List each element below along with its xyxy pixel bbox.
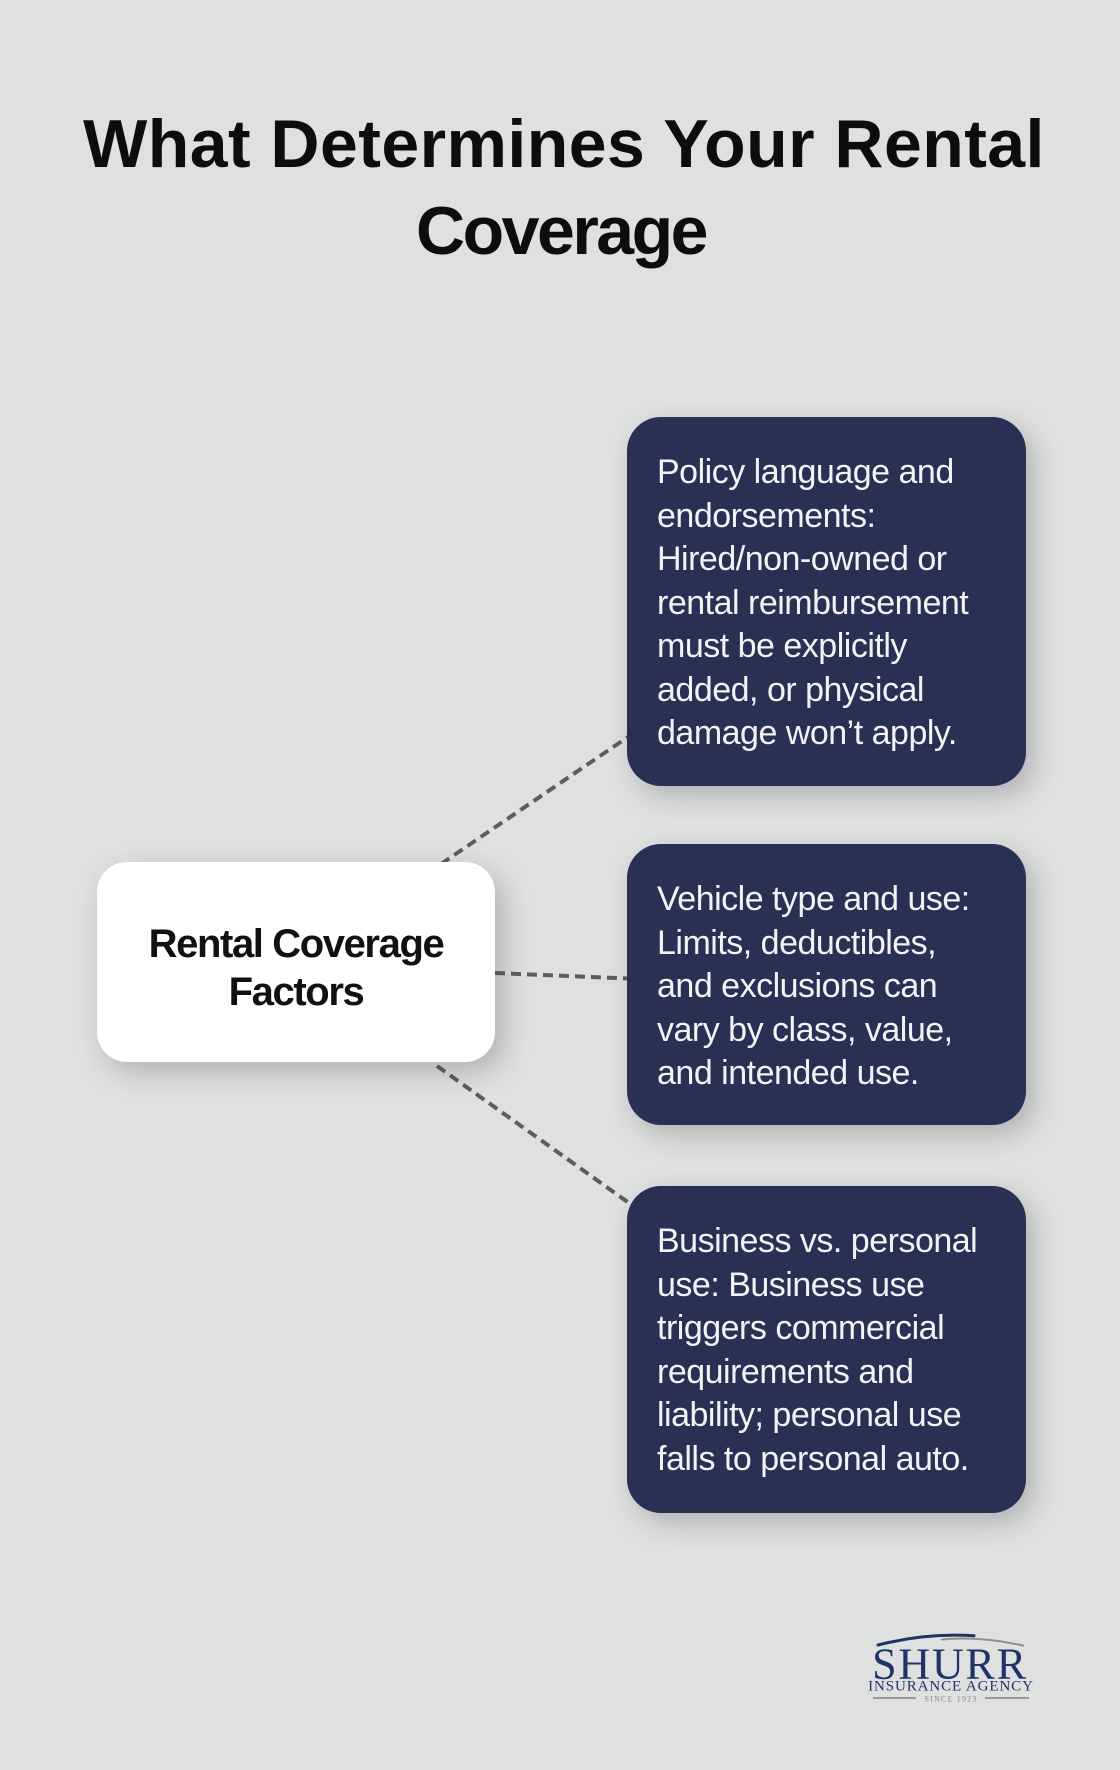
svg-text:INSURANCE AGENCY: INSURANCE AGENCY	[868, 1679, 1034, 1695]
svg-text:SINCE 1923: SINCE 1923	[924, 1695, 977, 1704]
svg-text:SHURR: SHURR	[872, 1640, 1028, 1689]
